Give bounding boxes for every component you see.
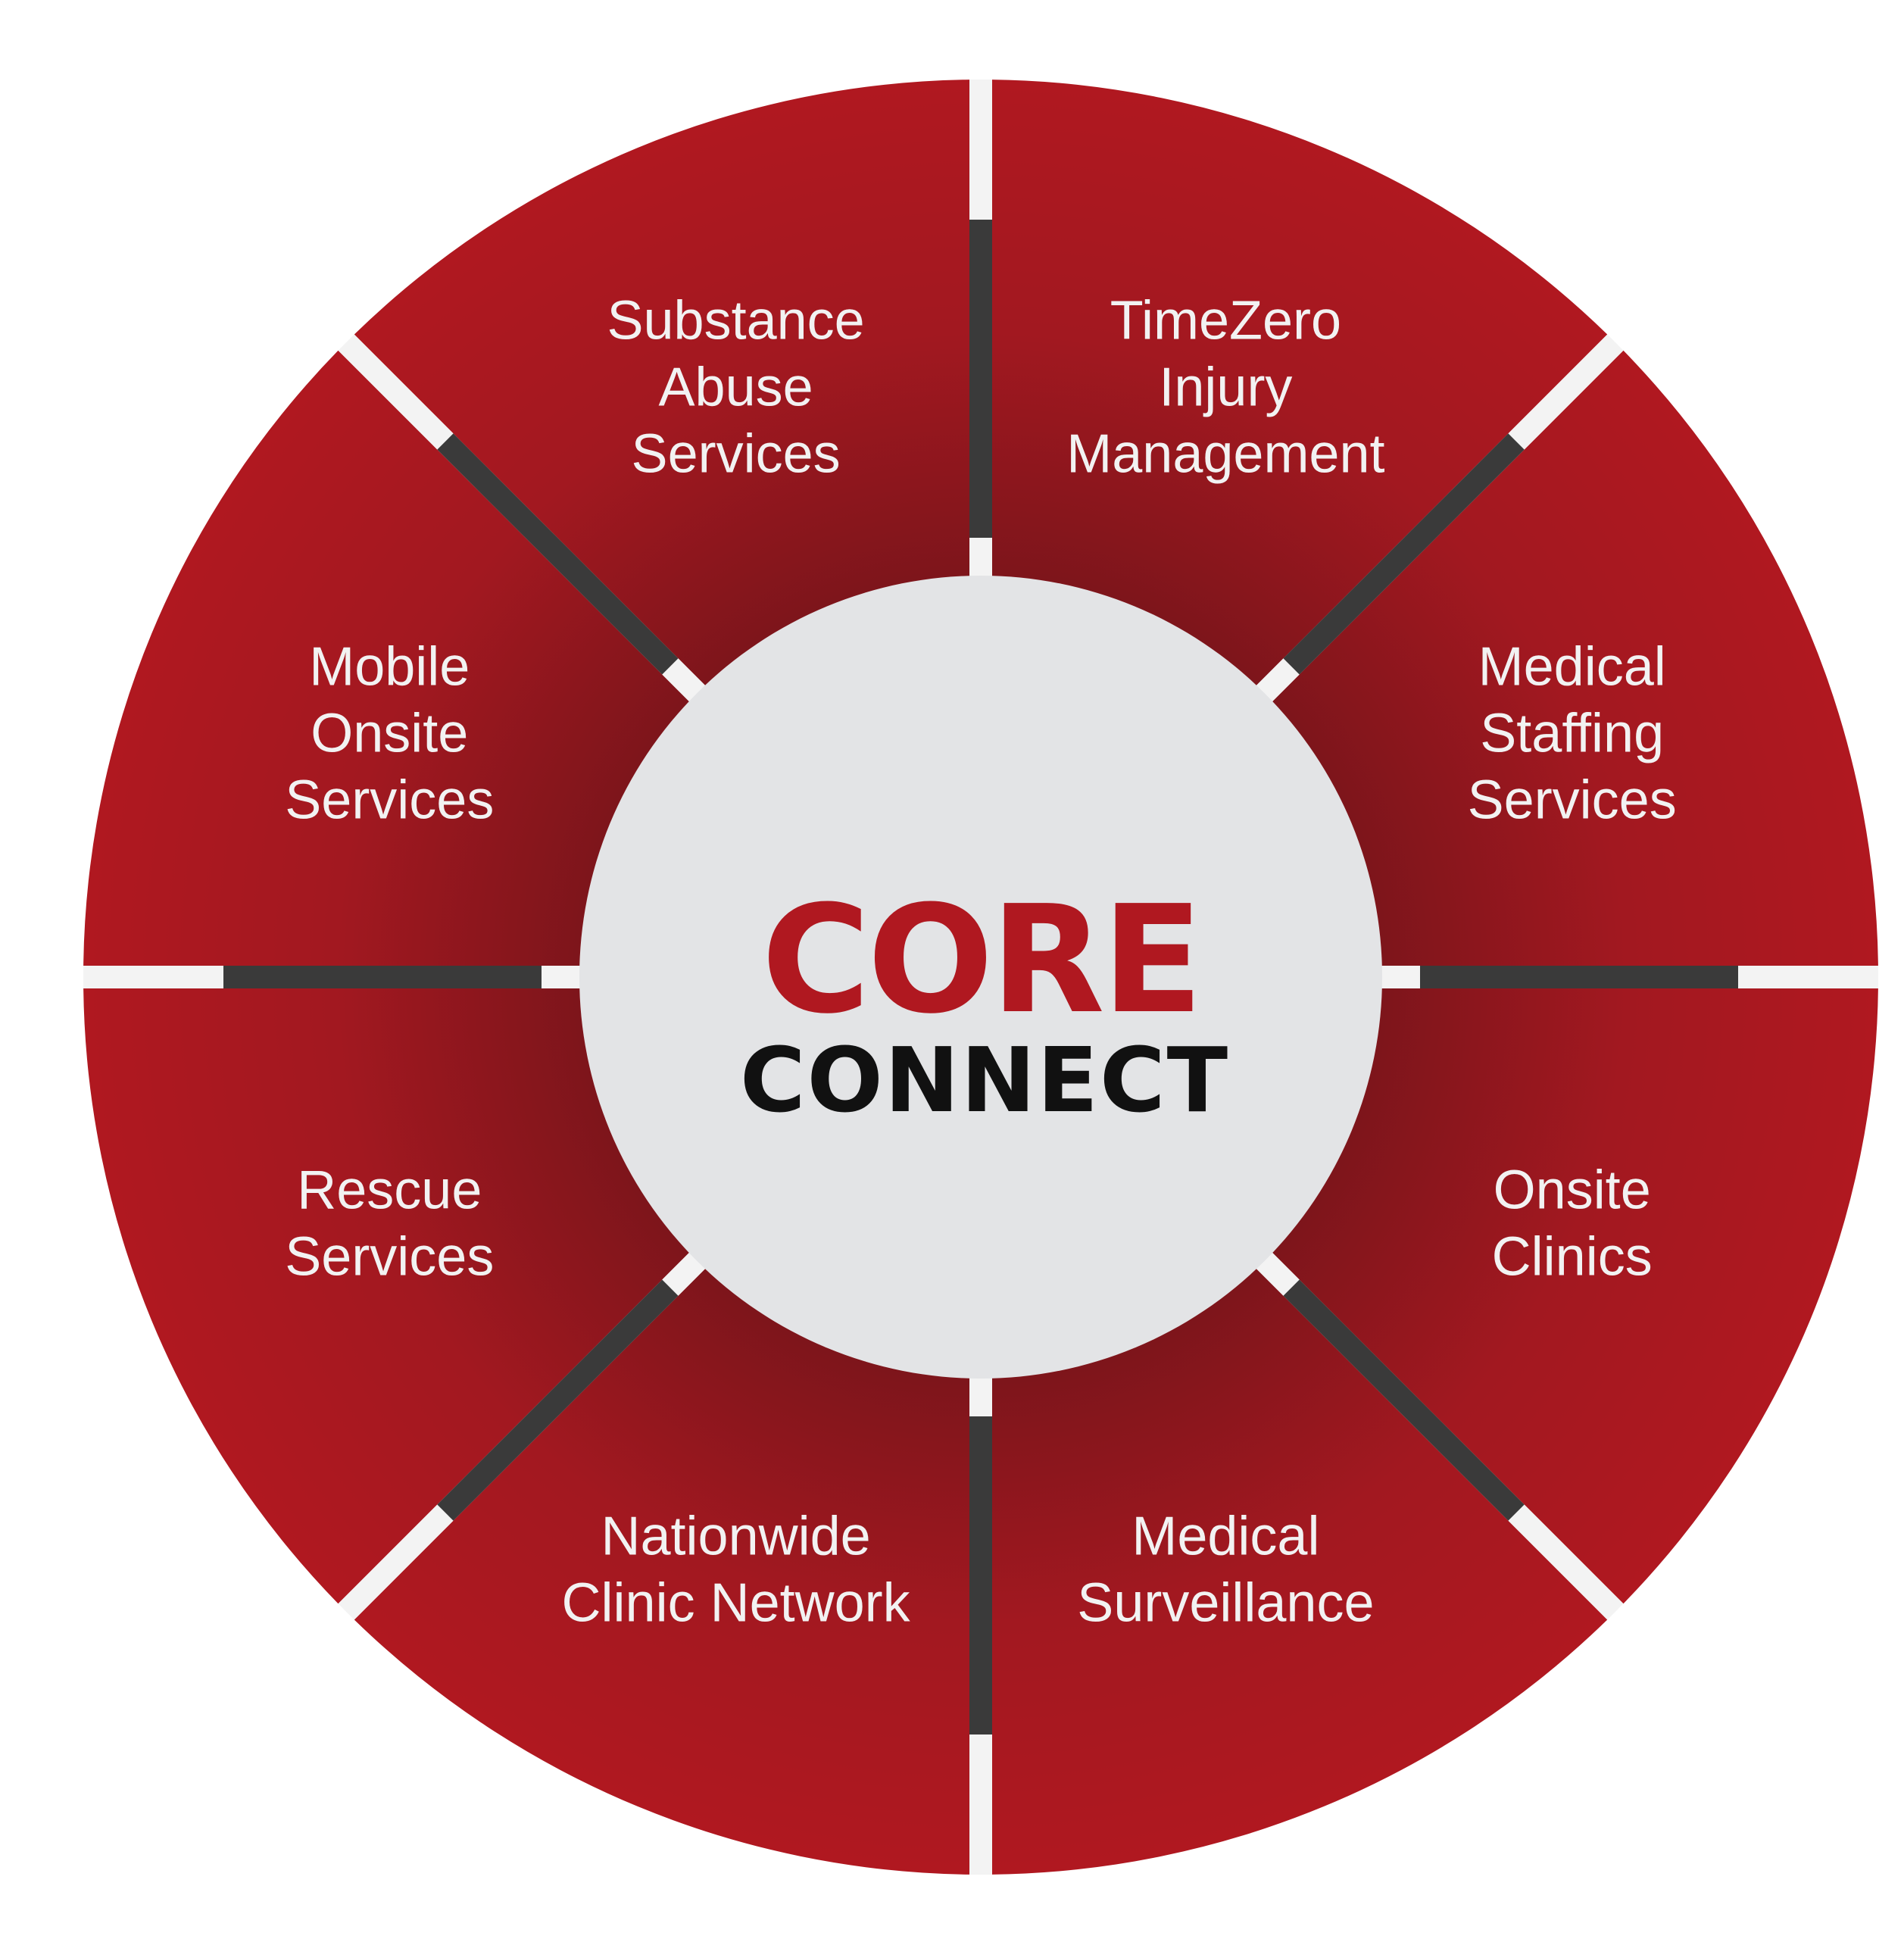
segment-label-line: Onsite <box>1494 1160 1651 1220</box>
hub-title: CORE <box>761 874 1200 1047</box>
segment-substance-abuse <box>354 80 969 707</box>
segment-label-line: Substance <box>607 290 864 351</box>
segment-medical-surveillance <box>992 1247 1608 1875</box>
separator-outer <box>1508 334 1624 450</box>
segment-label-line: Staffing <box>1480 704 1664 764</box>
segment-label-line: Clinic Network <box>562 1573 911 1634</box>
segment-label-line: Services <box>1468 770 1677 831</box>
hub-circle <box>579 576 1382 1379</box>
separator-middle <box>437 1279 679 1521</box>
separator-middle <box>1283 1279 1525 1521</box>
segment-label-line: Services <box>285 1226 494 1287</box>
segment-label-line: Onsite <box>311 704 468 764</box>
hub-subtitle: CONNECT <box>740 1028 1229 1132</box>
segment-label-line: TimeZero <box>1110 290 1341 351</box>
segment-label-line: Rescue <box>297 1160 482 1220</box>
segment-medical-staffing <box>1250 350 1878 966</box>
segment-label-line: Medical <box>1131 1507 1319 1567</box>
segment-label-line: Medical <box>1478 637 1666 698</box>
segment-label-line: Services <box>632 423 841 484</box>
segment-label-line: Abuse <box>659 357 813 417</box>
separator-outer <box>338 334 454 450</box>
segments-layer <box>83 80 1878 1875</box>
segment-onsite-clinics <box>1250 988 1878 1604</box>
separator-middle <box>437 433 679 675</box>
separator-outer <box>1508 1504 1624 1620</box>
segment-label-line: Injury <box>1159 357 1292 417</box>
segment-label-line: Nationwide <box>601 1507 870 1567</box>
segment-rescue-services <box>83 988 711 1604</box>
separator-middle <box>1283 433 1525 675</box>
segment-label-line: Clinics <box>1492 1226 1653 1287</box>
segment-nationwide-clinic-network <box>354 1247 969 1875</box>
segment-label-line: Services <box>285 770 494 831</box>
segment-timezero <box>992 80 1608 707</box>
segment-mobile-onsite <box>83 350 711 966</box>
separator-outer <box>338 1504 454 1620</box>
segment-label-line: Management <box>1066 423 1384 484</box>
segment-label-line: Surveillance <box>1077 1573 1374 1634</box>
segment-label-line: Mobile <box>309 637 470 698</box>
